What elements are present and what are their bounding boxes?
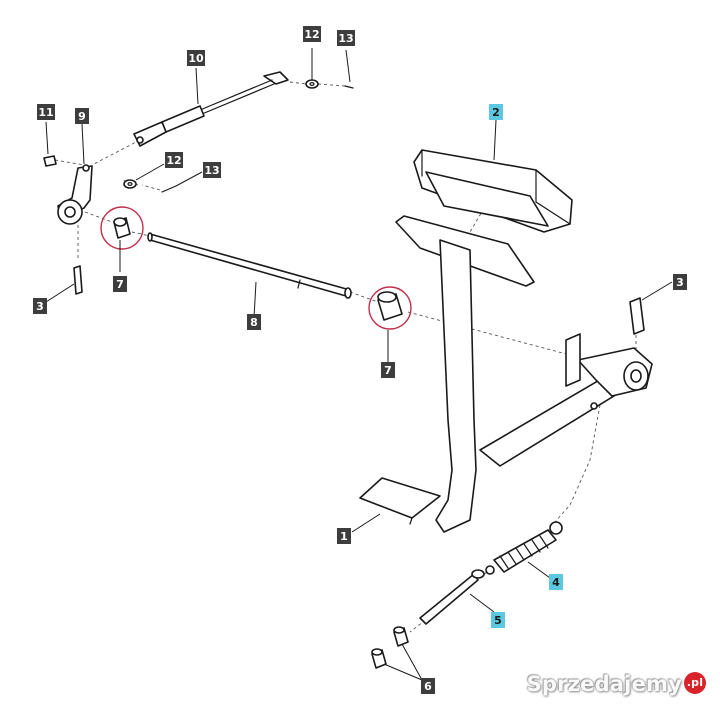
callout-l6: 6 [421, 678, 435, 694]
callout-l2: 2 [489, 104, 503, 120]
callout-number: 11 [38, 106, 53, 119]
callout-l10: 10 [187, 50, 205, 66]
callout-box [421, 678, 435, 694]
callout-l13a: 13 [337, 30, 355, 46]
callout-l12a: 12 [303, 26, 321, 42]
callout-number: 5 [494, 614, 502, 627]
callout-l12b: 12 [165, 152, 183, 168]
callout-box [247, 314, 261, 330]
callout-l1: 1 [337, 528, 351, 544]
callout-number: 1 [340, 530, 348, 543]
callout-number: 13 [204, 164, 219, 177]
part-spring-4 [485, 521, 563, 575]
callout-box [187, 50, 205, 66]
part-pedal-1 [359, 215, 653, 533]
callout-box [337, 30, 355, 46]
callout-number: 13 [338, 32, 353, 45]
part-bushing-7-left [100, 206, 144, 250]
leader-lines [45, 48, 673, 681]
callout-box [303, 26, 321, 42]
callout-box [33, 298, 47, 314]
part-rollpin-3-right [629, 297, 645, 335]
watermark-text: Sprzedajemy [526, 672, 682, 696]
part-shaft-8 [147, 232, 352, 299]
part-lever-9 [57, 164, 93, 225]
part-washer-12-mid [123, 179, 137, 189]
part-pedal-pad-2 [413, 149, 573, 233]
callout-box [203, 162, 221, 178]
callout-box [37, 104, 55, 120]
callout-l3a: 3 [33, 298, 47, 314]
callout-box [381, 362, 395, 378]
part-rod-10 [133, 71, 289, 147]
callout-l8: 8 [247, 314, 261, 330]
callout-number: 2 [492, 106, 500, 119]
callout-box [337, 528, 351, 544]
callout-box [673, 274, 687, 290]
assembly-lines [54, 81, 637, 633]
callout-l13b: 13 [203, 162, 221, 178]
callout-number: 10 [188, 52, 204, 65]
part-washer-12-top [305, 79, 319, 89]
watermark-badge: .pl [684, 672, 706, 694]
callout-number: 6 [424, 680, 432, 693]
part-bushings-6 [371, 626, 409, 669]
callout-number: 7 [116, 278, 124, 291]
part-rollpin-3-left [73, 265, 83, 295]
part-pin-13-mid [161, 185, 177, 193]
callout-number: 12 [166, 154, 181, 167]
callout-box [113, 276, 127, 292]
callout-number: 3 [676, 276, 684, 289]
callout-box [165, 152, 183, 168]
part-labels: 12 13 10 11 9 12 13 2 7 3 8 3 7 1 4 5 6 [33, 26, 687, 694]
part-pin-11 [43, 155, 57, 167]
callout-l7b: 7 [381, 362, 395, 378]
part-pin-13-top [344, 85, 354, 89]
callout-number: 8 [250, 316, 258, 329]
callout-box [491, 612, 505, 628]
callout-number: 12 [304, 28, 319, 41]
callout-number: 3 [36, 300, 44, 313]
watermark: Sprzedajemy.pl [527, 672, 706, 696]
callout-number: 4 [552, 576, 560, 589]
callout-box [75, 108, 89, 124]
callout-l11: 11 [37, 104, 55, 120]
callout-l7a: 7 [113, 276, 127, 292]
callout-l9: 9 [75, 108, 89, 124]
callout-l5: 5 [491, 612, 505, 628]
callout-box [549, 574, 563, 590]
part-bolt-5 [419, 569, 485, 625]
callout-l3b: 3 [673, 274, 687, 290]
callout-box [489, 104, 503, 120]
callout-number: 9 [78, 110, 86, 123]
callout-l4: 4 [549, 574, 563, 590]
part-bushing-7-right [368, 286, 412, 330]
callout-number: 7 [384, 364, 392, 377]
